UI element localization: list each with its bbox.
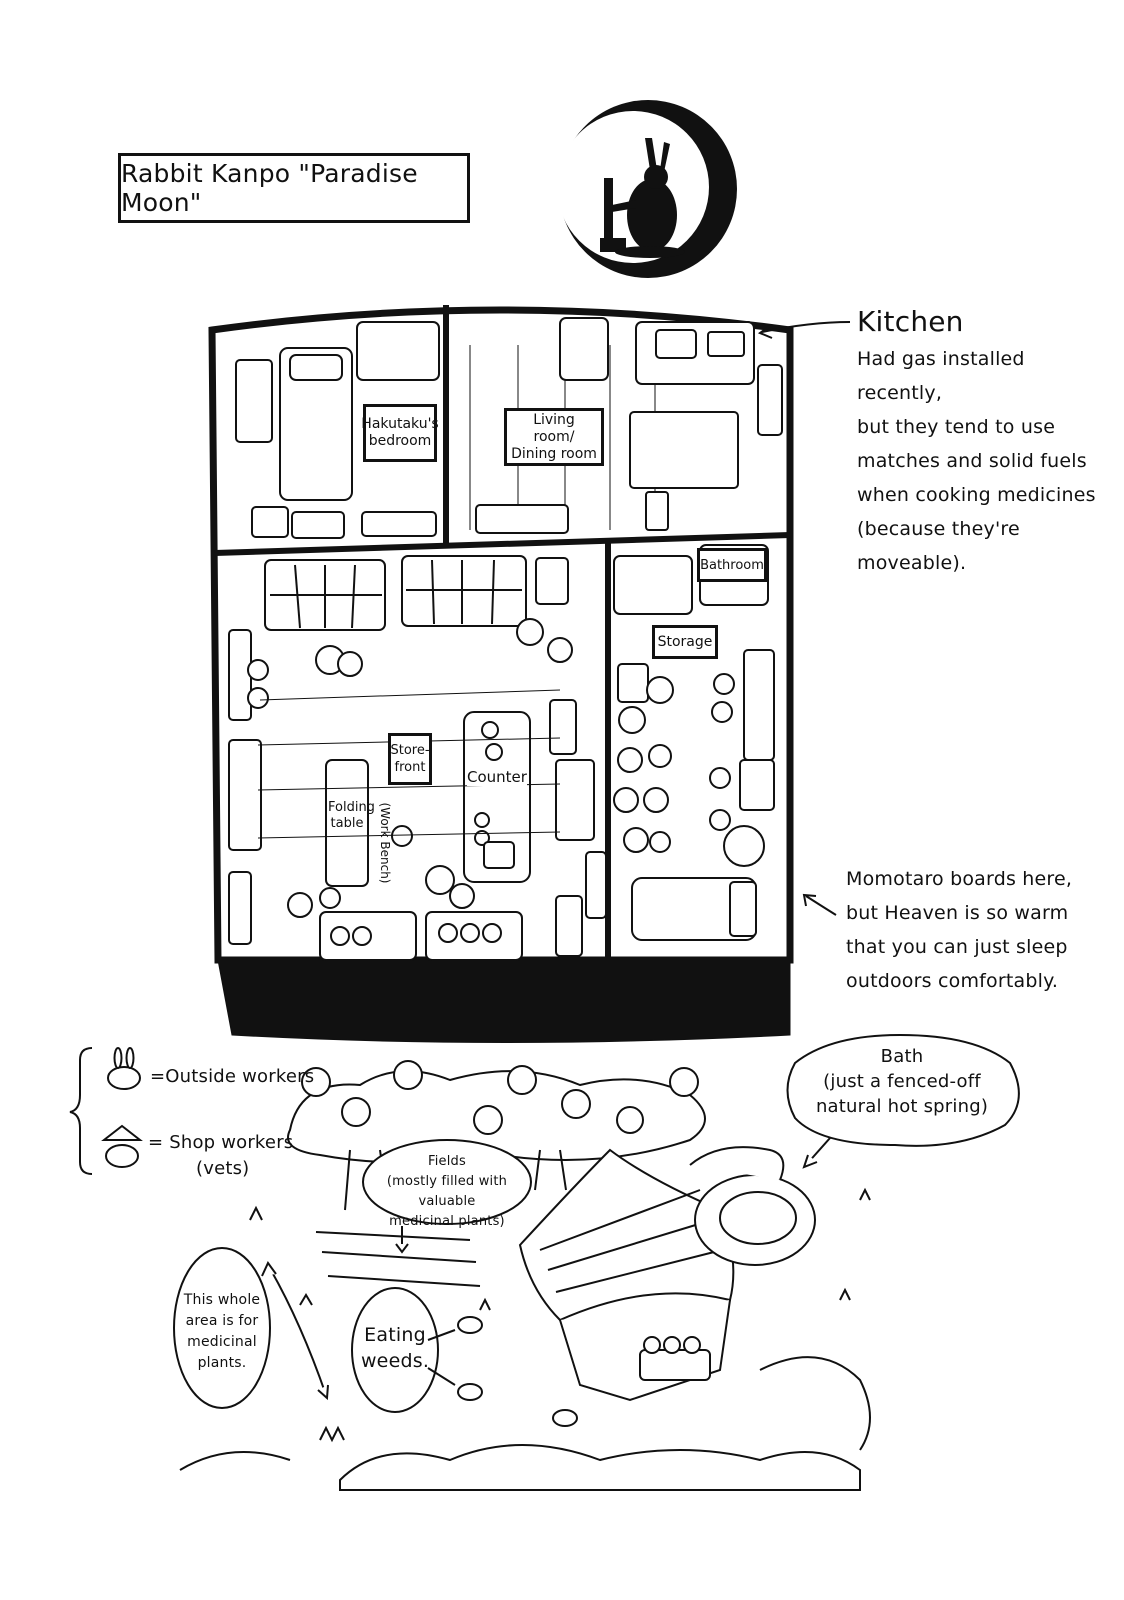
kitchen-pointer — [757, 321, 851, 339]
room-label-living: Living room/ Dining room — [504, 408, 604, 466]
bedroom-furniture — [235, 321, 440, 539]
legend-shop-workers-sub: (vets) — [196, 1158, 250, 1179]
room-label-bedroom: Hakutaku's bedroom — [361, 404, 439, 462]
kitchen-note-line: matches and solid fuels — [857, 450, 1087, 472]
kitchen-note-line: Had gas installed recently, — [857, 348, 1025, 404]
rabbit-with-hat-icon — [101, 1124, 143, 1168]
page-title: Rabbit Kanpo "Paradise Moon" — [118, 153, 470, 223]
bath-bubble-text: Bath (just a fenced-off natural hot spri… — [812, 1044, 992, 1119]
label-folding-table: Folding table — [328, 800, 375, 832]
momotaro-note: Momotaro boards here, but Heaven is so w… — [846, 862, 1096, 998]
momotaro-note-line: outdoors comfortably. — [846, 970, 1059, 992]
eating-bubble-line: weeds. — [360, 1350, 430, 1372]
area-bubble-text: This whole area is for medicinal plants. — [178, 1290, 266, 1374]
momotaro-note-line: that you can just sleep — [846, 936, 1068, 958]
outdoor-scene — [179, 1060, 871, 1491]
storage-furniture — [613, 544, 775, 941]
area-bubble-line: area is for — [185, 1313, 259, 1329]
kitchen-note-line: but they tend to use — [857, 416, 1056, 438]
fields-bubble-line: medicinal plants) — [389, 1214, 505, 1229]
legend-shop-workers: = Shop workers — [148, 1132, 294, 1153]
room-label-storefront: Store- front — [388, 733, 432, 785]
shop-furniture — [228, 555, 607, 961]
legend-graphics — [69, 1047, 143, 1175]
label-work-bench: (Work Bench) — [378, 802, 392, 884]
bath-bubble-line: natural hot spring) — [815, 1096, 989, 1117]
momotaro-note-line: Momotaro boards here, — [846, 868, 1073, 890]
bath-bubble-line: (just a fenced-off — [823, 1071, 981, 1092]
moon-rabbit-logo-icon — [557, 100, 737, 278]
fields-bubble-line: (mostly filled with valuable — [386, 1174, 508, 1209]
building-outline — [208, 305, 794, 1043]
eating-bubble-text: Eating weeds. — [358, 1322, 432, 1374]
label-counter: Counter — [467, 768, 527, 786]
area-bubble-line: plants. — [197, 1355, 247, 1371]
kitchen-note: Had gas installed recently, but they ten… — [857, 342, 1112, 580]
kitchen-note-line: (because they're moveable). — [857, 518, 1020, 574]
kitchen-title: Kitchen — [857, 305, 964, 338]
fields-bubble-line: Fields — [428, 1154, 466, 1169]
eating-bubble-line: Eating — [364, 1324, 426, 1346]
kitchen-note-line: when cooking medicines — [857, 484, 1096, 506]
fields-bubble-text: Fields (mostly filled with valuable medi… — [366, 1152, 528, 1232]
legend-outside-workers: =Outside workers — [150, 1066, 315, 1087]
speech-bubbles — [173, 1033, 1020, 1413]
living-room-furniture — [469, 317, 783, 534]
area-bubble-line: medicinal — [187, 1334, 257, 1350]
bath-bubble-line: Bath — [880, 1046, 924, 1067]
momotaro-note-line: but Heaven is so warm — [846, 902, 1069, 924]
momotaro-pointer — [802, 893, 837, 916]
room-label-bathroom: Bathroom — [697, 548, 767, 582]
rabbit-icon — [107, 1047, 141, 1090]
room-label-storage: Storage — [652, 625, 718, 659]
area-bubble-line: This whole — [183, 1292, 261, 1308]
